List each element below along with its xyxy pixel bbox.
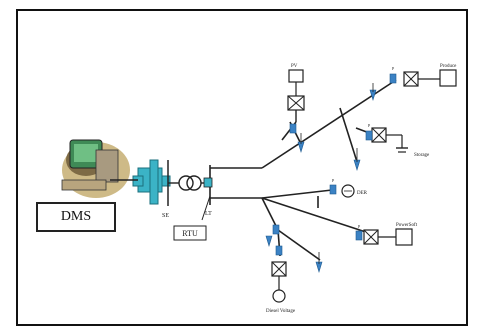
sensor-arrows: [300, 83, 374, 264]
right-mid-load-label: Storage: [414, 153, 430, 158]
load-icon: [288, 69, 304, 83]
right-top-load-label: Produce: [440, 64, 457, 69]
svg-text:P: P: [358, 224, 361, 229]
right-mid-label: DER: [357, 191, 368, 196]
lower-right-load-label: PowerSoft: [396, 223, 418, 228]
current-sensor-icon: [265, 73, 397, 274]
transformer-icon: [178, 175, 202, 191]
feeder-lines: [210, 79, 397, 261]
load-icon: [395, 228, 413, 246]
bottom-load-label: Diesel Voltage: [266, 309, 296, 314]
computer-icon: [61, 139, 130, 198]
bus-label: LT: [205, 211, 212, 217]
switch-box-icon: [203, 177, 213, 188]
dms-box: DMS: [36, 202, 116, 232]
circuit-breaker-icon: [132, 159, 171, 205]
top-load-label: PV: [291, 64, 298, 69]
generator-icon: [272, 289, 286, 303]
svg-text:P: P: [332, 178, 335, 183]
dms-label: DMS: [60, 209, 92, 224]
svg-text:P: P: [392, 66, 395, 71]
svg-text:P: P: [368, 123, 371, 128]
breaker-label: SE: [162, 213, 169, 219]
load-icon: [439, 69, 457, 87]
rtu-label: RTU: [182, 229, 198, 238]
